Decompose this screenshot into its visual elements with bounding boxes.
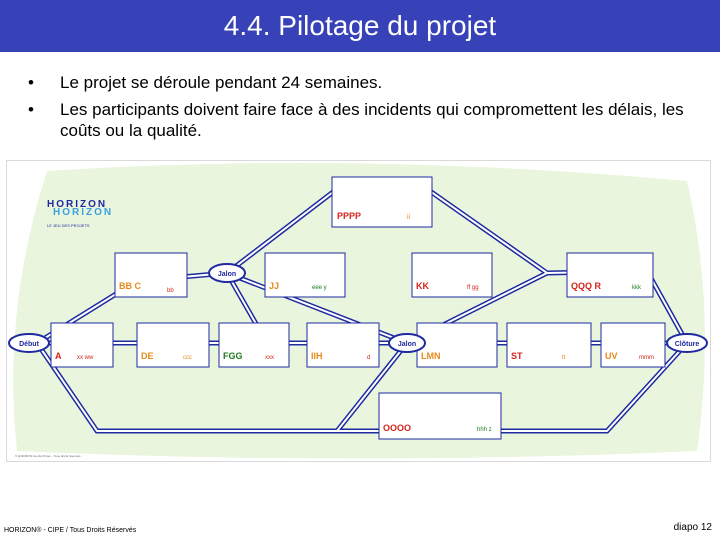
bullet-list: • Le projet se déroule pendant 24 semain… xyxy=(28,72,708,147)
task-extra: d xyxy=(367,355,370,361)
task-card: FGG xxx xyxy=(218,322,290,368)
task-card: A xx ww xyxy=(50,322,114,368)
task-extra: bb xyxy=(167,288,174,294)
logo-text-1: HORIZON xyxy=(47,199,107,210)
task-card: IIH d xyxy=(306,322,380,368)
task-card: QQQ R kkk xyxy=(566,252,654,298)
bullet-text: Les participants doivent faire face à de… xyxy=(60,100,684,140)
figure-caption: © HORIZON Jeu de Projet – Tous droits ré… xyxy=(15,454,81,458)
node-jalon-1: Jalon xyxy=(218,271,236,278)
task-code: KK xyxy=(416,281,429,291)
task-card: JJ eee y xyxy=(264,252,346,298)
bullet-marker: • xyxy=(28,73,34,92)
task-code: A xyxy=(55,351,62,361)
task-extra: ff gg xyxy=(467,285,479,291)
task-card: ST tt xyxy=(506,322,592,368)
task-extra: ii xyxy=(407,214,411,221)
task-card: DE ccc xyxy=(136,322,210,368)
task-code: PPPP xyxy=(337,211,361,221)
slide-title: 4.4. Pilotage du projet xyxy=(0,0,720,52)
logo-tagline: LE JEU DES PROJETS xyxy=(47,223,90,228)
slide-number: diapo 12 xyxy=(673,522,712,533)
milestone-nodes: Début Jalon Jalon Clôture xyxy=(8,263,708,353)
bullet-item: • Les participants doivent faire face à … xyxy=(28,99,708,141)
task-extra: eee y xyxy=(312,285,327,291)
task-code: BB C xyxy=(119,281,141,291)
task-card: OOOO hhh z xyxy=(378,392,502,440)
task-card: LMN xyxy=(416,322,498,368)
task-card: PPPP ii xyxy=(331,176,433,228)
task-code: ST xyxy=(511,351,523,361)
task-code: FGG xyxy=(223,351,243,361)
task-card: KK ff gg xyxy=(411,252,493,298)
task-extra: hhh z xyxy=(477,427,492,433)
task-extra: xxx xyxy=(265,355,274,361)
bullet-item: • Le projet se déroule pendant 24 semain… xyxy=(28,72,708,93)
task-code: UV xyxy=(605,351,618,361)
bullet-text: Le projet se déroule pendant 24 semaines… xyxy=(60,73,383,92)
task-code: OOOO xyxy=(383,423,411,433)
bullet-marker: • xyxy=(28,100,34,119)
project-network-diagram: HORIZON HORIZON LE JEU DES PROJETS PPPP … xyxy=(8,163,708,459)
footer-copyright: HORIZON® - CIPE / Tous Droits Réservés xyxy=(4,527,137,534)
diagram-background xyxy=(13,163,705,459)
node-cloture: Clôture xyxy=(675,341,700,348)
task-code: LMN xyxy=(421,351,441,361)
task-card: UV mmm xyxy=(600,322,666,368)
node-jalon-2: Jalon xyxy=(398,341,416,348)
logo-text-2: HORIZON xyxy=(53,207,113,218)
task-code: DE xyxy=(141,351,154,361)
project-network-figure: HORIZON HORIZON LE JEU DES PROJETS PPPP … xyxy=(6,160,711,462)
task-code: JJ xyxy=(269,281,279,291)
task-code: QQQ R xyxy=(571,281,602,291)
task-extra: ccc xyxy=(183,355,192,361)
task-extra: mmm xyxy=(639,355,654,361)
task-extra: xx ww xyxy=(77,355,94,361)
task-cards: PPPP ii BB C bb JJ eee y KK ff gg QQQ R xyxy=(50,176,666,440)
task-code: IIH xyxy=(311,351,323,361)
node-debut: Début xyxy=(19,341,40,348)
task-extra: kkk xyxy=(632,285,642,291)
task-card: BB C bb xyxy=(114,252,188,298)
task-extra: tt xyxy=(562,355,566,361)
horizon-logo: HORIZON HORIZON LE JEU DES PROJETS xyxy=(47,199,113,228)
